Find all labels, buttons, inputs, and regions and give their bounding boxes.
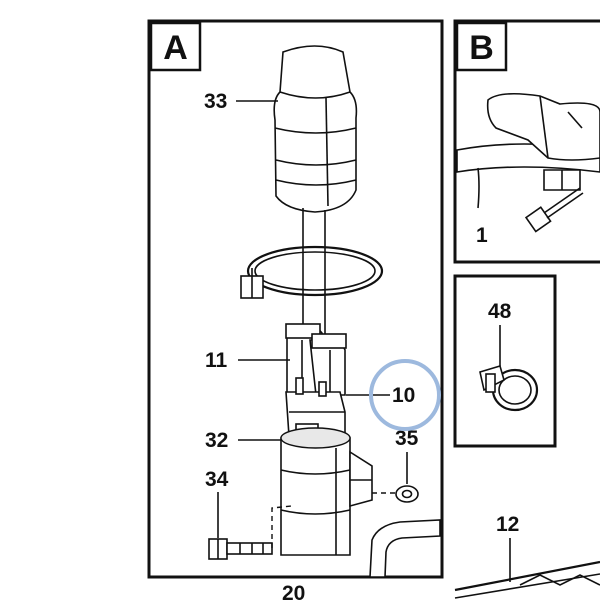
panel-b-letter: B (469, 29, 494, 67)
part-48-clip (479, 365, 539, 412)
part-35-washer (395, 485, 419, 503)
pipe-bottom-right (454, 538, 600, 599)
panel-a: A 33 (147, 19, 444, 579)
callout-10: 10 (392, 384, 415, 407)
panel-b: B 1 (453, 19, 600, 264)
panel-a-letter: A (163, 29, 188, 67)
part-10-11-switch (285, 323, 347, 437)
highlight-ring (369, 359, 441, 431)
panel-a-letter-box (149, 21, 202, 72)
callout-35: 35 (395, 427, 419, 450)
part-33-cap (273, 45, 358, 213)
callout-34: 34 (205, 468, 229, 491)
callout-20: 20 (282, 582, 305, 600)
callout-32: 32 (205, 429, 228, 452)
panel-b-letter-box (455, 21, 508, 72)
callout-48: 48 (488, 300, 512, 323)
callout-33: 33 (204, 90, 227, 113)
panel-b-screw (524, 187, 584, 233)
part-34-bolt (208, 538, 273, 560)
panel-48-frame (453, 274, 557, 448)
callout-1: 1 (476, 224, 488, 247)
panel-b-wire (477, 167, 480, 209)
callout-11: 11 (205, 349, 228, 372)
part-32-cylinder (280, 427, 373, 556)
panel-48: 48 (453, 274, 557, 448)
callout-12: 12 (496, 513, 519, 536)
bolt-dashed-path (271, 505, 293, 548)
clamp-ring (240, 245, 384, 299)
pipe-bottom (369, 519, 441, 578)
